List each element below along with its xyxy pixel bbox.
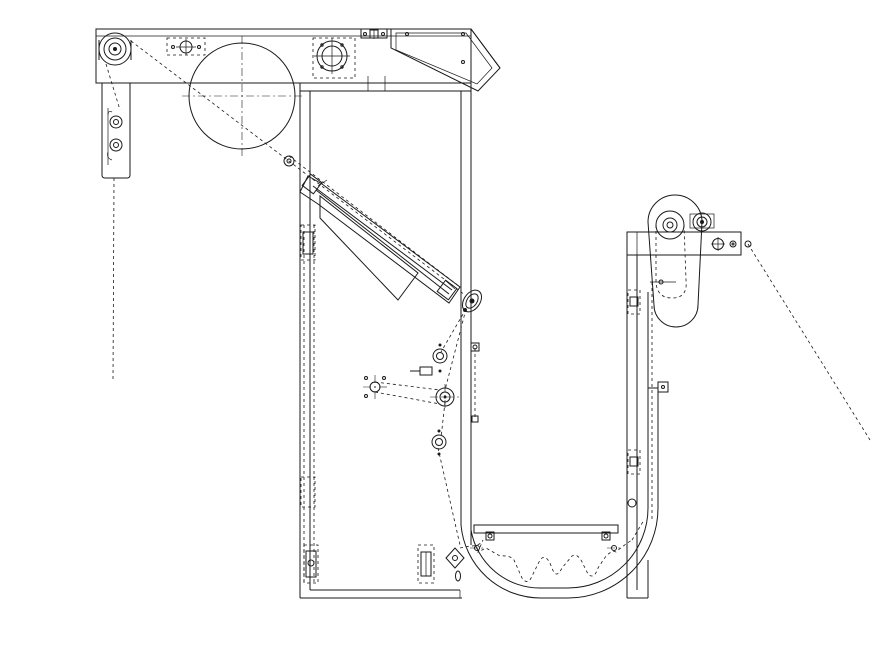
left-hanging-arm: [101, 83, 131, 179]
web-path: [105, 40, 871, 582]
top-right-guard: [390, 28, 501, 92]
small-cylinder: [410, 366, 442, 376]
top-right-arm: [626, 231, 752, 256]
pivot-point: [363, 375, 387, 399]
large-drum: [182, 36, 302, 156]
guide-roll-upper: [432, 343, 448, 364]
web-entry-guide: [445, 545, 621, 582]
guide-roll-lower: [431, 429, 447, 456]
top-left-pulley: [98, 32, 132, 66]
bottom-tray: [473, 524, 619, 541]
top-bearing: [312, 37, 356, 79]
top-bracket-small: [166, 37, 206, 56]
right-tower: [626, 232, 649, 599]
sensor-block: [470, 342, 480, 423]
vertical-slide-rail: [300, 224, 319, 585]
u-trough: [460, 381, 669, 599]
inclined-conveyor: [299, 173, 461, 304]
dancer-roll: [430, 384, 460, 411]
top-small-block: [360, 28, 388, 39]
nip-roll: [461, 289, 483, 313]
swing-arm: [647, 194, 703, 328]
bottom-inner-bracket: [417, 544, 435, 584]
top-right-pulley: [689, 212, 715, 232]
main-frame: [299, 36, 472, 599]
